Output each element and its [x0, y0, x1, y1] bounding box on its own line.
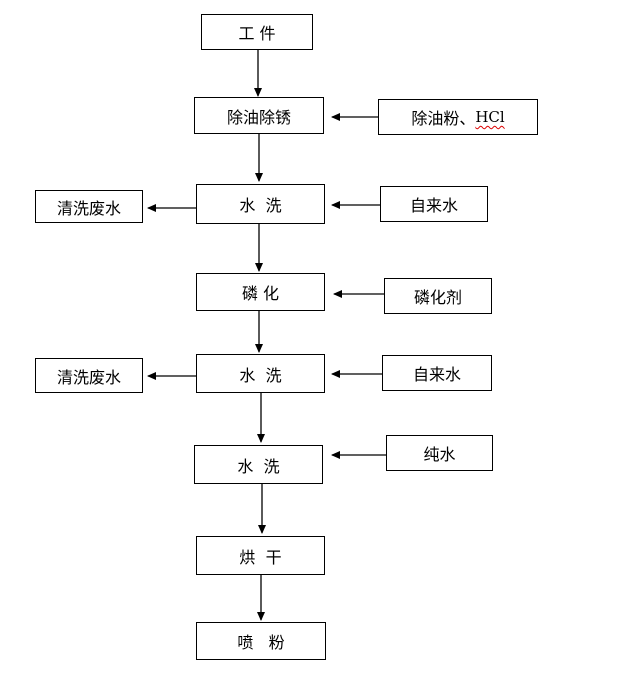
- input-tap-water-2: 自来水: [382, 355, 492, 391]
- step-wash-3: 水 洗: [194, 445, 323, 484]
- output-wastewater-1: 清洗废水: [35, 190, 143, 223]
- step-workpiece: 工 件: [201, 14, 313, 50]
- step-wash-1: 水 洗: [196, 184, 325, 224]
- step-wash-2: 水 洗: [196, 354, 325, 393]
- input-phosphating-agent: 磷化剂: [384, 278, 492, 314]
- step-degrease: 除油除锈: [194, 97, 324, 134]
- input-degrease-agent: 除油粉、HCl: [378, 99, 538, 135]
- output-wastewater-2: 清洗废水: [35, 358, 143, 393]
- input-degrease-agent-prefix: 除油粉、: [411, 109, 476, 128]
- input-tap-water-1: 自来水: [380, 186, 488, 222]
- input-degrease-agent-hcl: HCl: [475, 108, 505, 126]
- step-phosphate: 磷 化: [196, 273, 325, 311]
- input-pure-water: 纯水: [386, 435, 493, 471]
- step-spray: 喷 粉: [196, 622, 326, 660]
- step-dry: 烘 干: [196, 536, 325, 575]
